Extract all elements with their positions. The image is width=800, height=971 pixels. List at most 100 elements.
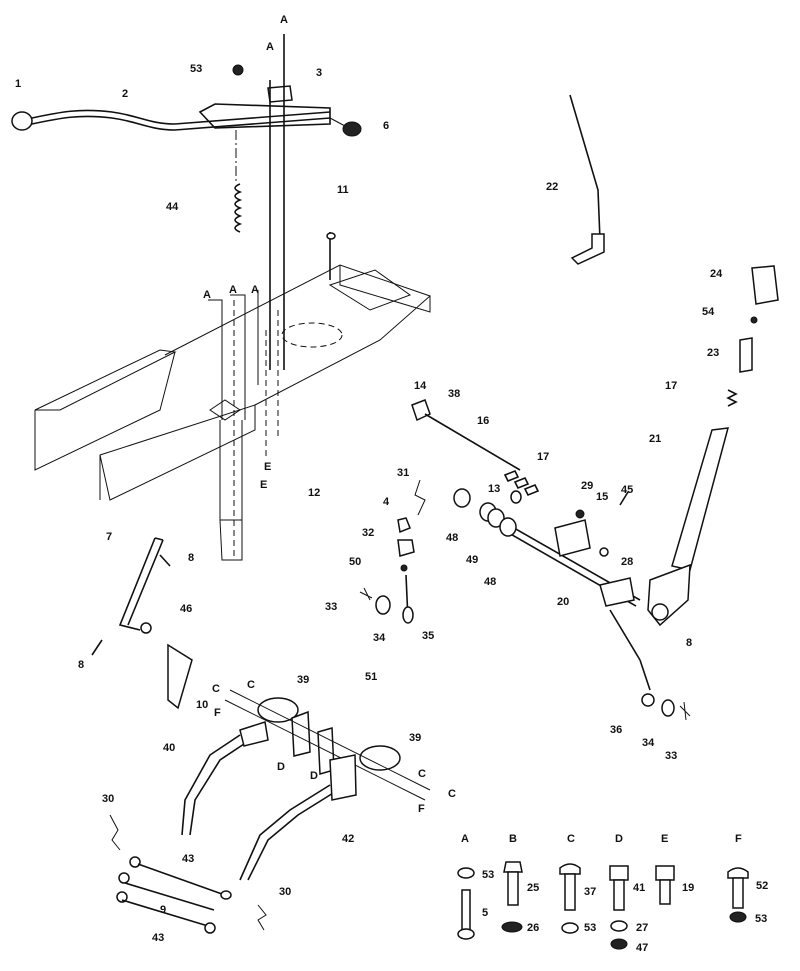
detent-ball [750,316,758,324]
ref-c-2: C [247,679,255,691]
handle-tube [671,427,730,571]
callout-38: 38 [448,388,460,400]
callout-54: 54 [702,306,715,318]
cross-shaft-assembly [359,399,691,721]
callout-53a: 53 [190,63,202,75]
reference-letters: A A A A A E E C C C C D D F F [203,14,456,815]
callout-31: 31 [397,467,409,479]
lever-end-knob [342,121,362,137]
callout-20: 20 [557,596,569,608]
callout-26: 26 [527,922,539,934]
callout-22: 22 [546,181,558,193]
callout-3: 3 [316,67,322,79]
lift-lever-assembly [11,34,362,370]
lever-knob [11,111,33,131]
callout-36: 36 [610,724,622,736]
callout-33a: 33 [325,601,337,613]
callout-10: 10 [196,699,208,711]
callout-39b: 39 [409,732,421,744]
legend-header-f: F [735,833,742,845]
ref-e-1: E [264,461,271,473]
callout-19: 19 [682,882,694,894]
legend-header-e: E [661,833,668,845]
callout-4: 4 [383,496,390,508]
hardware-legend [457,861,749,950]
callout-48b: 48 [484,576,496,588]
lift-link-7 [91,537,193,710]
callout-44: 44 [166,201,179,213]
callout-16: 16 [477,415,489,427]
nut-53 [232,64,244,76]
lift-spring [234,183,243,233]
callout-39a: 39 [297,674,309,686]
callout-40: 40 [163,742,175,754]
spring-17 [726,389,738,407]
callout-32: 32 [362,527,374,539]
callout-49: 49 [466,554,478,566]
handle-grip [751,265,779,305]
legend-headers: A B C D E F [461,833,742,845]
callout-53c: 53 [584,922,596,934]
callout-34b: 34 [642,737,655,749]
ref-a-frame-1: A [203,289,211,301]
lift-arms [181,689,431,881]
callout-42: 42 [342,833,354,845]
callout-11: 11 [337,184,349,196]
callout-25: 25 [527,882,539,894]
legend-header-a: A [461,833,469,845]
lever-rod-22 [569,94,605,265]
callout-8c: 8 [686,637,692,649]
callout-28: 28 [621,556,633,568]
callout-7: 7 [106,531,112,543]
ref-f-2: F [418,803,425,815]
callout-53b: 53 [482,869,494,881]
callout-8a: 8 [188,552,194,564]
callout-15: 15 [596,491,608,503]
legend-header-c: C [567,833,575,845]
callout-45: 45 [621,484,633,496]
callout-23: 23 [707,347,719,359]
callout-29: 29 [581,480,593,492]
callout-6: 6 [383,120,389,132]
handle-assembly [647,265,779,627]
callout-50: 50 [349,556,361,568]
ref-a-frame-2: A [229,284,237,296]
callout-48a: 48 [446,532,458,544]
callout-43a: 43 [182,853,194,865]
callout-8b: 8 [78,659,84,671]
callout-17b: 17 [665,380,677,392]
ref-a-top: A [280,14,288,26]
callout-52: 52 [756,880,768,892]
legend-header-b: B [509,833,517,845]
callout-43b: 43 [152,932,164,944]
callout-14: 14 [414,380,427,392]
callout-47: 47 [636,942,648,954]
lever-rod [31,109,331,125]
ref-c-4: C [448,788,456,800]
ref-a-upper: A [266,41,274,53]
legend-header-d: D [615,833,623,845]
ref-f-1: F [214,707,221,719]
callout-12: 12 [308,487,320,499]
callout-41: 41 [633,882,645,894]
callout-17a: 17 [537,451,549,463]
callout-13: 13 [488,483,500,495]
ref-c-1: C [212,683,220,695]
ref-d-1: D [277,761,285,773]
plunger [739,337,753,373]
callout-33b: 33 [665,750,677,762]
pivot-bracket [267,85,293,103]
callout-53d: 53 [755,913,767,925]
callout-24: 24 [710,268,723,280]
callout-37: 37 [584,886,596,898]
callout-34a: 34 [373,632,386,644]
callout-9: 9 [160,904,166,916]
callout-27: 27 [636,922,648,934]
callout-30a: 30 [102,793,114,805]
callout-35: 35 [422,630,434,642]
adjustment-links [109,814,267,934]
callout-labels: 1 2 3 4 5 6 7 8 8 8 9 10 11 12 13 14 15 … [15,63,768,954]
callout-30b: 30 [279,886,291,898]
